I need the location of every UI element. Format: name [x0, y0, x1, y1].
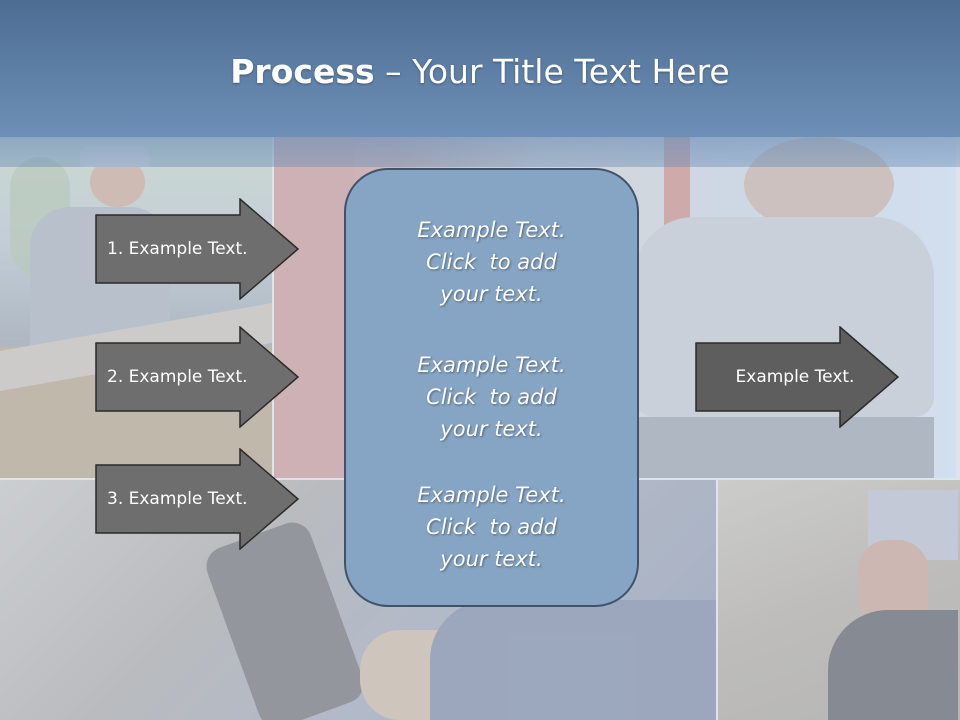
center-block-2-line-2: Click to add: [426, 385, 557, 409]
step-arrow-2-label: 2. Example Text.: [107, 367, 248, 387]
result-arrow-label: Example Text.: [735, 367, 855, 387]
step-arrow-3[interactable]: 3. Example Text.: [95, 448, 299, 550]
center-text-box[interactable]: Example Text. Click to add your text. Ex…: [344, 168, 639, 607]
center-text-block-1: Example Text. Click to add your text.: [346, 214, 637, 310]
center-text-block-3: Example Text. Click to add your text.: [346, 479, 637, 575]
slide-title[interactable]: Process – Your Title Text Here: [0, 52, 960, 91]
step-arrow-2[interactable]: 2. Example Text.: [95, 326, 299, 428]
photo-concrete-trowel: [718, 480, 960, 720]
slide-title-rest: – Your Title Text Here: [374, 52, 730, 91]
center-block-1-line-2: Click to add: [426, 250, 557, 274]
center-block-3-line-1: Example Text.: [417, 483, 566, 507]
center-block-2-line-3: your text.: [440, 417, 543, 441]
slide-title-bold: Process: [230, 52, 375, 91]
title-bar: [0, 0, 960, 137]
center-block-1-line-3: your text.: [440, 282, 543, 306]
step-arrow-3-label: 3. Example Text.: [107, 489, 248, 509]
step-arrow-1[interactable]: 1. Example Text.: [95, 198, 299, 300]
center-block-3-line-3: your text.: [440, 547, 543, 571]
step-arrow-1-label: 1. Example Text.: [107, 239, 248, 259]
title-bar-fade: [0, 137, 960, 167]
center-block-2-line-1: Example Text.: [417, 353, 566, 377]
center-text-block-2: Example Text. Click to add your text.: [346, 349, 637, 445]
center-block-1-line-1: Example Text.: [417, 218, 566, 242]
result-arrow[interactable]: Example Text.: [695, 326, 899, 428]
center-block-3-line-2: Click to add: [426, 515, 557, 539]
